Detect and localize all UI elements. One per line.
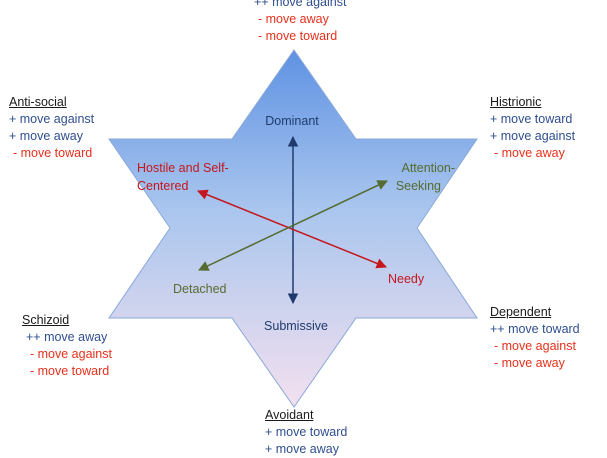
dependent-title: Dependent (490, 305, 552, 319)
antisocial-line-2: + move away (9, 129, 83, 143)
dependent-labels: Dependent ++ move toward - move against … (490, 304, 580, 372)
antisocial-title: Anti-social (9, 95, 67, 109)
detached-label: Detached (173, 282, 227, 296)
schizoid-labels: Schizoid ++ move away - move against - m… (22, 312, 112, 380)
antisocial-line-3: - move toward (13, 146, 93, 160)
histrionic-title: Histrionic (490, 95, 542, 109)
avoidant-line-1: + move toward (265, 425, 348, 439)
avoidant-line-2: + move away (265, 442, 339, 456)
attention-detached-axis (198, 180, 388, 271)
dependent-line-1: ++ move toward (490, 322, 580, 336)
histrionic-labels: Histrionic + move toward + move against … (490, 94, 575, 162)
schizoid-line-1: ++ move away (26, 330, 108, 344)
needy-label: Needy (388, 272, 425, 286)
antisocial-line-1: + move against (9, 112, 95, 126)
top-point-labels: ++ move against - move away - move towar… (254, 0, 346, 45)
hostile-label-line2: Centered (137, 179, 188, 193)
attention-label-line2: Seeking (396, 179, 441, 193)
top-line-3: - move toward (258, 29, 338, 43)
schizoid-line-2: - move against (30, 347, 112, 361)
histrionic-line-2: + move against (490, 129, 576, 143)
hostile-label-line1: Hostile and Self- (137, 161, 229, 175)
top-line-2: - move away (258, 12, 329, 26)
top-line-1: ++ move against (254, 0, 347, 9)
antisocial-labels: Anti-social + move against + move away -… (9, 94, 94, 162)
histrionic-line-1: + move toward (490, 112, 573, 126)
schizoid-title: Schizoid (22, 313, 70, 327)
dominant-label: Dominant (265, 114, 319, 128)
avoidant-labels: Avoidant + move toward + move away (265, 407, 347, 458)
avoidant-title: Avoidant (265, 408, 314, 422)
dependent-line-3: - move away (494, 356, 565, 370)
dependent-line-2: - move against (494, 339, 576, 353)
submissive-label: Submissive (264, 319, 328, 333)
schizoid-line-3: - move toward (30, 364, 110, 378)
attention-label-line1: Attention- (401, 161, 455, 175)
histrionic-line-3: - move away (494, 146, 565, 160)
